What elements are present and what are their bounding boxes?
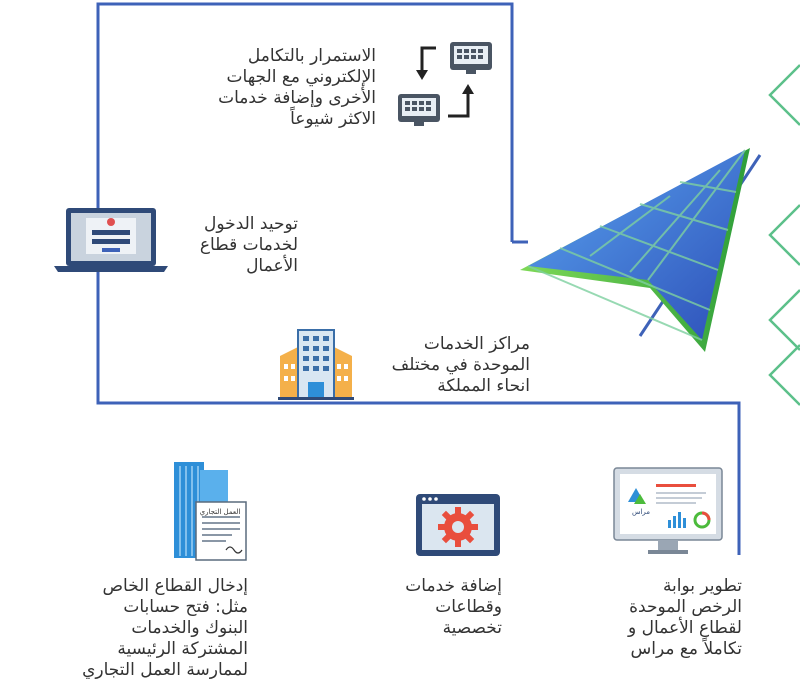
- license-portal-label: تطوير بوابة الرخص الموحدة لقطاع الأعمال …: [628, 576, 742, 659]
- screen-brand-label: مراس: [631, 508, 651, 516]
- monitor-dashboard-icon: [613, 467, 723, 554]
- laptop-login-icon: [54, 208, 168, 272]
- buildings-icon: [278, 329, 354, 400]
- gear-window-icon: [416, 494, 500, 556]
- specialized-label: إضافة خدمات وقطاعات تخصصية: [405, 576, 502, 638]
- private-sector-label: إدخال القطاع الخاص مثل: فتح حسابات البنو…: [82, 576, 248, 680]
- computer-exchange-icon: [398, 42, 492, 126]
- document-title: العمل التجاري: [199, 508, 241, 516]
- commercial-document-icon: [174, 462, 247, 561]
- integration-label: الاستمرار بالتكامل الإلكتروني مع الجهات …: [218, 46, 376, 129]
- login-label: توحيد الدخول لخدمات قطاع الأعمال: [199, 214, 298, 276]
- arrowhead-graphic: [520, 148, 750, 352]
- centers-label: مراكز الخدمات الموحدة في مختلف انحاء الم…: [391, 334, 530, 396]
